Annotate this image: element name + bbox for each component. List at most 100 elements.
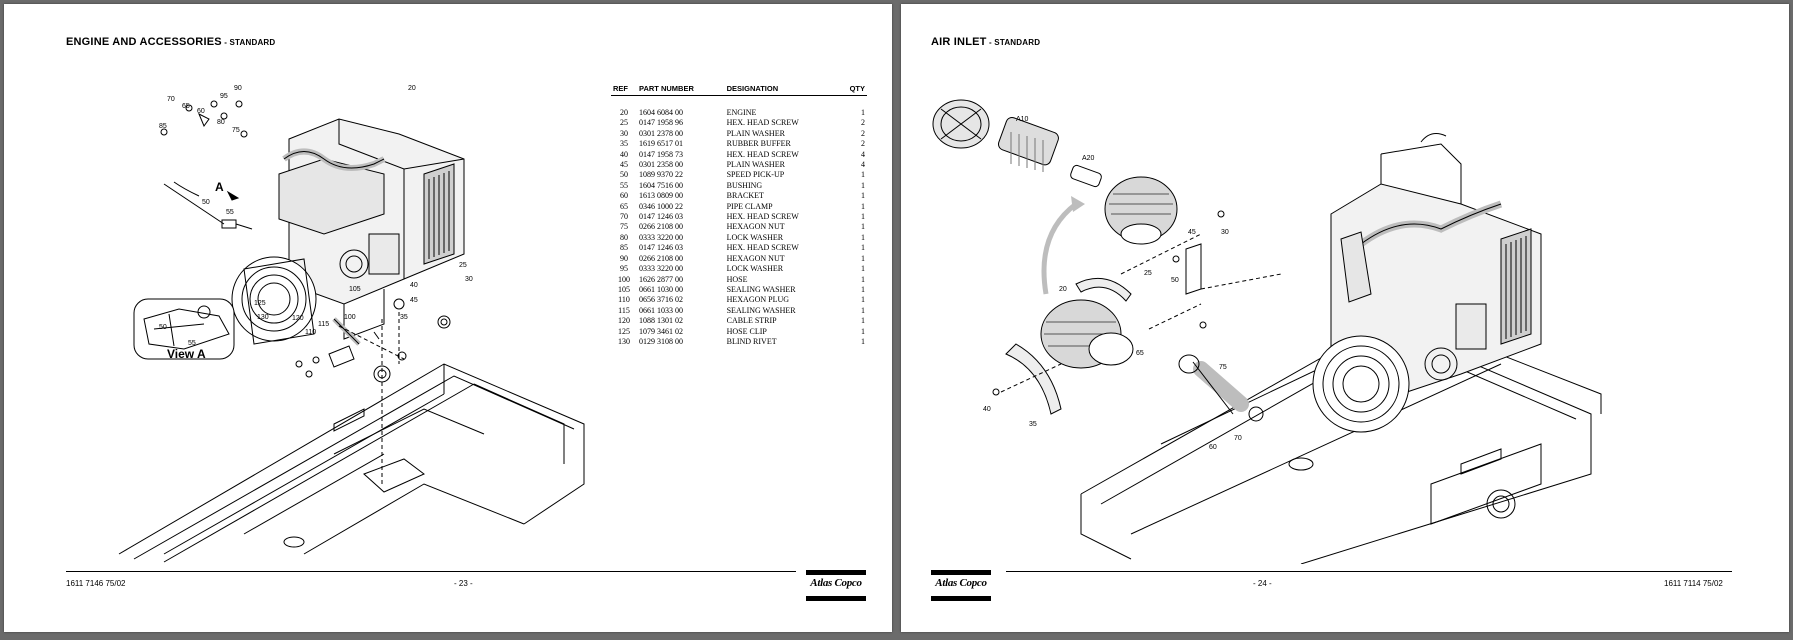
cell-part-number: 1079 3461 02 xyxy=(639,326,683,336)
cell-qty: 4 xyxy=(861,149,865,159)
atlas-copco-logo: Atlas Copco xyxy=(806,570,866,602)
callout-75: 75 xyxy=(1219,364,1227,371)
logo-bar-bottom xyxy=(806,596,866,601)
cell-ref: 55 xyxy=(620,180,628,190)
callout-35: 35 xyxy=(400,314,408,321)
callout-55: 55 xyxy=(226,209,234,216)
cell-ref: 35 xyxy=(620,139,628,149)
callout-a20: A20 xyxy=(1082,155,1095,162)
logo-bar-top xyxy=(806,570,866,575)
doc-number: 1611 7146 75/02 xyxy=(66,579,126,588)
cell-qty: 1 xyxy=(861,336,865,346)
cell-ref: 85 xyxy=(620,243,628,253)
cell-ref: 30 xyxy=(620,128,628,138)
cell-qty: 1 xyxy=(861,316,865,326)
cell-designation: PLAIN WASHER xyxy=(726,160,785,170)
cell-qty: 1 xyxy=(861,284,865,294)
cell-part-number: 0301 2378 00 xyxy=(639,128,683,138)
cell-ref: 75 xyxy=(620,222,628,232)
cell-designation: HEX. HEAD SCREW xyxy=(726,212,799,222)
cell-designation: HEXAGON PLUG xyxy=(726,295,790,305)
cell-part-number: 0266 2108 00 xyxy=(639,222,683,232)
cell-ref: 95 xyxy=(620,264,628,274)
header-part-number: PART NUMBER xyxy=(637,84,725,96)
cell-ref: 70 xyxy=(620,212,628,222)
callout-120: 120 xyxy=(292,315,304,322)
view-a-marker: A xyxy=(215,180,224,194)
cell-part-number: 0661 1033 00 xyxy=(639,305,683,315)
engine-exploded-drawing: 20 25 30 35 40 45 50 55 60 65 70 75 80 8… xyxy=(118,85,585,563)
cell-part-number: 0129 3108 00 xyxy=(639,336,683,346)
callout-65: 65 xyxy=(1136,350,1144,357)
cell-qty: 1 xyxy=(861,222,865,232)
cell-designation: BLIND RIVET xyxy=(726,336,777,346)
cell-designation: HOSE xyxy=(726,274,748,284)
cell-designation: ENGINE xyxy=(726,108,757,117)
page-number: - 23 - xyxy=(454,579,473,588)
cell-qty: 1 xyxy=(861,264,865,274)
cell-part-number: 1626 2877 00 xyxy=(639,274,683,284)
logo-wordmark: Atlas Copco xyxy=(810,577,862,589)
callout-20: 20 xyxy=(1059,286,1067,293)
cell-ref: 90 xyxy=(620,253,628,263)
cell-qty: 1 xyxy=(861,305,865,315)
left-page-title: ENGINE AND ACCESSORIES - STANDARD xyxy=(66,36,275,48)
cell-qty: 2 xyxy=(861,128,865,138)
cell-part-number: 1604 7516 00 xyxy=(639,180,683,190)
cell-designation: HEX. HEAD SCREW xyxy=(726,149,799,159)
cell-part-number: 0333 3220 00 xyxy=(639,232,683,242)
cell-part-number: 0147 1958 96 xyxy=(639,118,683,128)
callout-100: 100 xyxy=(344,314,356,321)
cell-part-number: 0147 1958 73 xyxy=(639,149,683,159)
callout-25: 25 xyxy=(459,262,467,269)
cell-qty: 1 xyxy=(861,108,865,117)
callout-95: 95 xyxy=(220,93,228,100)
cell-qty: 1 xyxy=(861,274,865,284)
cell-ref: 110 xyxy=(618,295,630,305)
cell-part-number: 0333 3220 00 xyxy=(639,264,683,274)
cell-part-number: 1619 6517 01 xyxy=(639,139,683,149)
callout-80: 80 xyxy=(217,119,225,126)
callout-60: 60 xyxy=(197,108,205,115)
callout-110: 110 xyxy=(305,329,316,336)
page-number: - 24 - xyxy=(1253,579,1272,588)
callout-130: 130 xyxy=(257,314,269,321)
cell-part-number: 0301 2358 00 xyxy=(639,160,683,170)
cell-part-number: 0147 1246 03 xyxy=(639,212,683,222)
callout-105: 105 xyxy=(349,286,361,293)
cell-qty: 1 xyxy=(861,191,865,201)
left-page: ENGINE AND ACCESSORIES - STANDARD xyxy=(4,4,892,632)
logo-bar-bottom xyxy=(931,596,991,601)
cell-qty: 1 xyxy=(861,326,865,336)
cell-designation: LOCK WASHER xyxy=(726,232,784,242)
title-main: AIR INLET xyxy=(931,36,987,48)
cell-qty: 2 xyxy=(861,118,865,128)
title-main: ENGINE AND ACCESSORIES xyxy=(66,36,222,48)
cell-ref: 120 xyxy=(618,316,630,326)
cell-ref: 50 xyxy=(620,170,628,180)
footer-rule xyxy=(1006,571,1732,572)
cell-qty: 2 xyxy=(861,139,865,149)
cell-designation: PIPE CLAMP xyxy=(726,201,773,211)
atlas-copco-logo: Atlas Copco xyxy=(931,570,991,602)
callout-85: 85 xyxy=(159,123,167,130)
callout-40: 40 xyxy=(410,282,418,289)
inset-callout-55: 55 xyxy=(188,340,196,347)
air-inlet-exploded-drawing: A10 A20 20 25 30 35 40 45 50 60 65 70 75 xyxy=(932,99,1602,564)
callout-90: 90 xyxy=(234,85,242,92)
cell-designation: HEX. HEAD SCREW xyxy=(726,118,799,128)
